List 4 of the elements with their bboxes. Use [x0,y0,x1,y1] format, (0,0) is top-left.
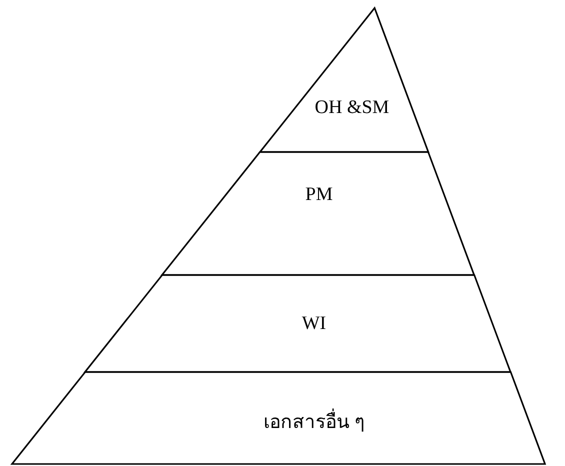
tier-label: PM [305,184,333,206]
tier-label: เอกสารอื่น ๆ [264,406,364,436]
tier-label: WI [302,313,326,335]
tier-label: OH &SM [314,97,390,119]
